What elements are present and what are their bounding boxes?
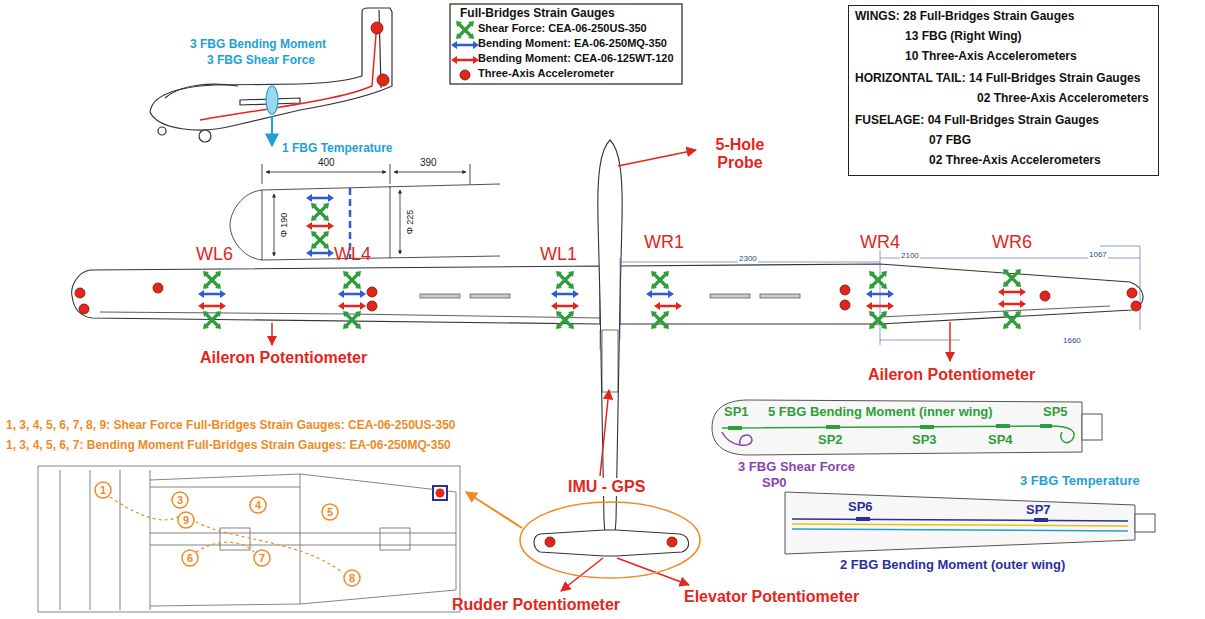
sensor-point: SP1 bbox=[724, 405, 749, 420]
info-line: 10 Three-Axis Accelerometers bbox=[905, 50, 1077, 64]
fbg-label: 3 FBG Shear Force bbox=[207, 54, 315, 68]
callout-circles bbox=[95, 482, 360, 586]
legend-text: Shear Force: CEA-06-250US-350 bbox=[478, 22, 647, 35]
callout-number: 8 bbox=[349, 572, 355, 585]
callout-number: 3 bbox=[177, 494, 183, 507]
station-label: WR6 bbox=[992, 232, 1032, 253]
sensor-label: Aileron Potentiometer bbox=[868, 366, 1035, 384]
gauge-symbols bbox=[306, 194, 334, 257]
callout-number: 4 bbox=[255, 499, 261, 512]
info-line: WINGS: 28 Full-Bridges Strain Gauges bbox=[855, 10, 1074, 24]
sensor-label: IMU - GPS bbox=[566, 478, 647, 496]
sensor-label: 5-Hole Probe bbox=[700, 136, 780, 173]
highlight-ellipse bbox=[520, 502, 700, 578]
fbg-label: 2 FBG Bending Moment (outer wing) bbox=[840, 558, 1065, 573]
station-label: WR4 bbox=[860, 232, 900, 253]
accelerometer bbox=[436, 489, 445, 498]
sensor-point: SP5 bbox=[1043, 405, 1068, 420]
dimension: 2300 bbox=[738, 254, 758, 263]
callout-number: 7 bbox=[259, 552, 265, 565]
dimension: Φ 190 bbox=[279, 213, 289, 238]
station-label: WL6 bbox=[196, 244, 233, 265]
inner-wing-fbg bbox=[712, 400, 1102, 455]
dimension: 1067 bbox=[1088, 250, 1108, 259]
note: 1, 3, 4, 5, 6, 7: Bending Moment Full-Br… bbox=[6, 439, 451, 453]
sensor-point: SP4 bbox=[988, 433, 1013, 448]
station-label: WR1 bbox=[644, 232, 684, 253]
fbg-label: 3 FBG Bending Moment bbox=[190, 38, 326, 52]
sensor-label: Rudder Potentiometer bbox=[452, 596, 620, 614]
fbg-label: 1 FBG Temperature bbox=[282, 142, 392, 156]
info-line: HORIZONTAL TAIL: 14 Full-Bridges Strain … bbox=[855, 72, 1140, 86]
sensor-label: Aileron Potentiometer bbox=[200, 349, 367, 367]
callout-number: 1 bbox=[100, 484, 106, 497]
info-line: 13 FBG (Right Wing) bbox=[905, 30, 1022, 44]
note: 1, 3, 4, 5, 6, 7, 8, 9: Shear Force Full… bbox=[6, 419, 456, 433]
sensor-label: Elevator Potentiometer bbox=[684, 588, 859, 606]
accelerometer bbox=[371, 22, 383, 34]
leader-line bbox=[466, 492, 522, 528]
legend-text: Bending Moment: CEA-06-125WT-120 bbox=[478, 52, 674, 65]
sensor-point: SP3 bbox=[912, 433, 937, 448]
callout-number: 9 bbox=[183, 514, 189, 527]
gauge-paths bbox=[110, 497, 342, 572]
legend-frame bbox=[450, 4, 682, 84]
legend-title: Full-Bridges Strain Gauges bbox=[460, 7, 615, 21]
dimension: 400 bbox=[318, 157, 335, 169]
legend-swatches bbox=[451, 21, 479, 80]
info-line: 02 Three-Axis Accelerometers bbox=[929, 154, 1101, 168]
accelerometer-mount bbox=[433, 486, 447, 500]
leader-line bbox=[271, 116, 273, 146]
sensor-point: SP6 bbox=[848, 500, 873, 515]
sensor-point: SP7 bbox=[1026, 503, 1051, 518]
station-label: WL4 bbox=[334, 244, 371, 265]
fbg-label: 5 FBG Bending Moment (inner wing) bbox=[768, 405, 993, 420]
info-line: 07 FBG bbox=[929, 134, 971, 148]
fbg-label: 3 FBG Shear Force bbox=[738, 460, 855, 475]
callout-number: 6 bbox=[187, 552, 193, 565]
info-line: FUSELAGE: 04 Full-Bridges Strain Gauges bbox=[855, 114, 1099, 128]
outer-wing-fbg bbox=[785, 492, 1155, 554]
callout-number: 5 bbox=[327, 506, 333, 519]
fbg-section bbox=[266, 86, 278, 114]
tail-detail-drawing bbox=[38, 466, 460, 612]
sensor-point: SP0 bbox=[762, 476, 787, 491]
dimension: Φ 225 bbox=[405, 210, 415, 235]
legend-text: Three-Axis Accelerometer bbox=[478, 67, 614, 80]
gauge-symbols bbox=[198, 269, 1026, 329]
dimension: 1660 bbox=[1062, 336, 1082, 345]
fbg-label: 3 FBG Temperature bbox=[1020, 474, 1140, 489]
dimension: 390 bbox=[420, 157, 437, 169]
station-label: WL1 bbox=[540, 244, 577, 265]
legend-text: Bending Moment: EA-06-250MQ-350 bbox=[478, 37, 667, 50]
info-line: 02 Three-Axis Accelerometers bbox=[977, 92, 1149, 106]
sensor-point: SP2 bbox=[818, 433, 843, 448]
dimension-lines bbox=[600, 246, 1140, 350]
dimension: 2100 bbox=[900, 251, 920, 260]
info-box: WINGS: 28 Full-Bridges Strain Gauges 13 F… bbox=[848, 5, 1159, 176]
accelerometer bbox=[377, 74, 389, 86]
